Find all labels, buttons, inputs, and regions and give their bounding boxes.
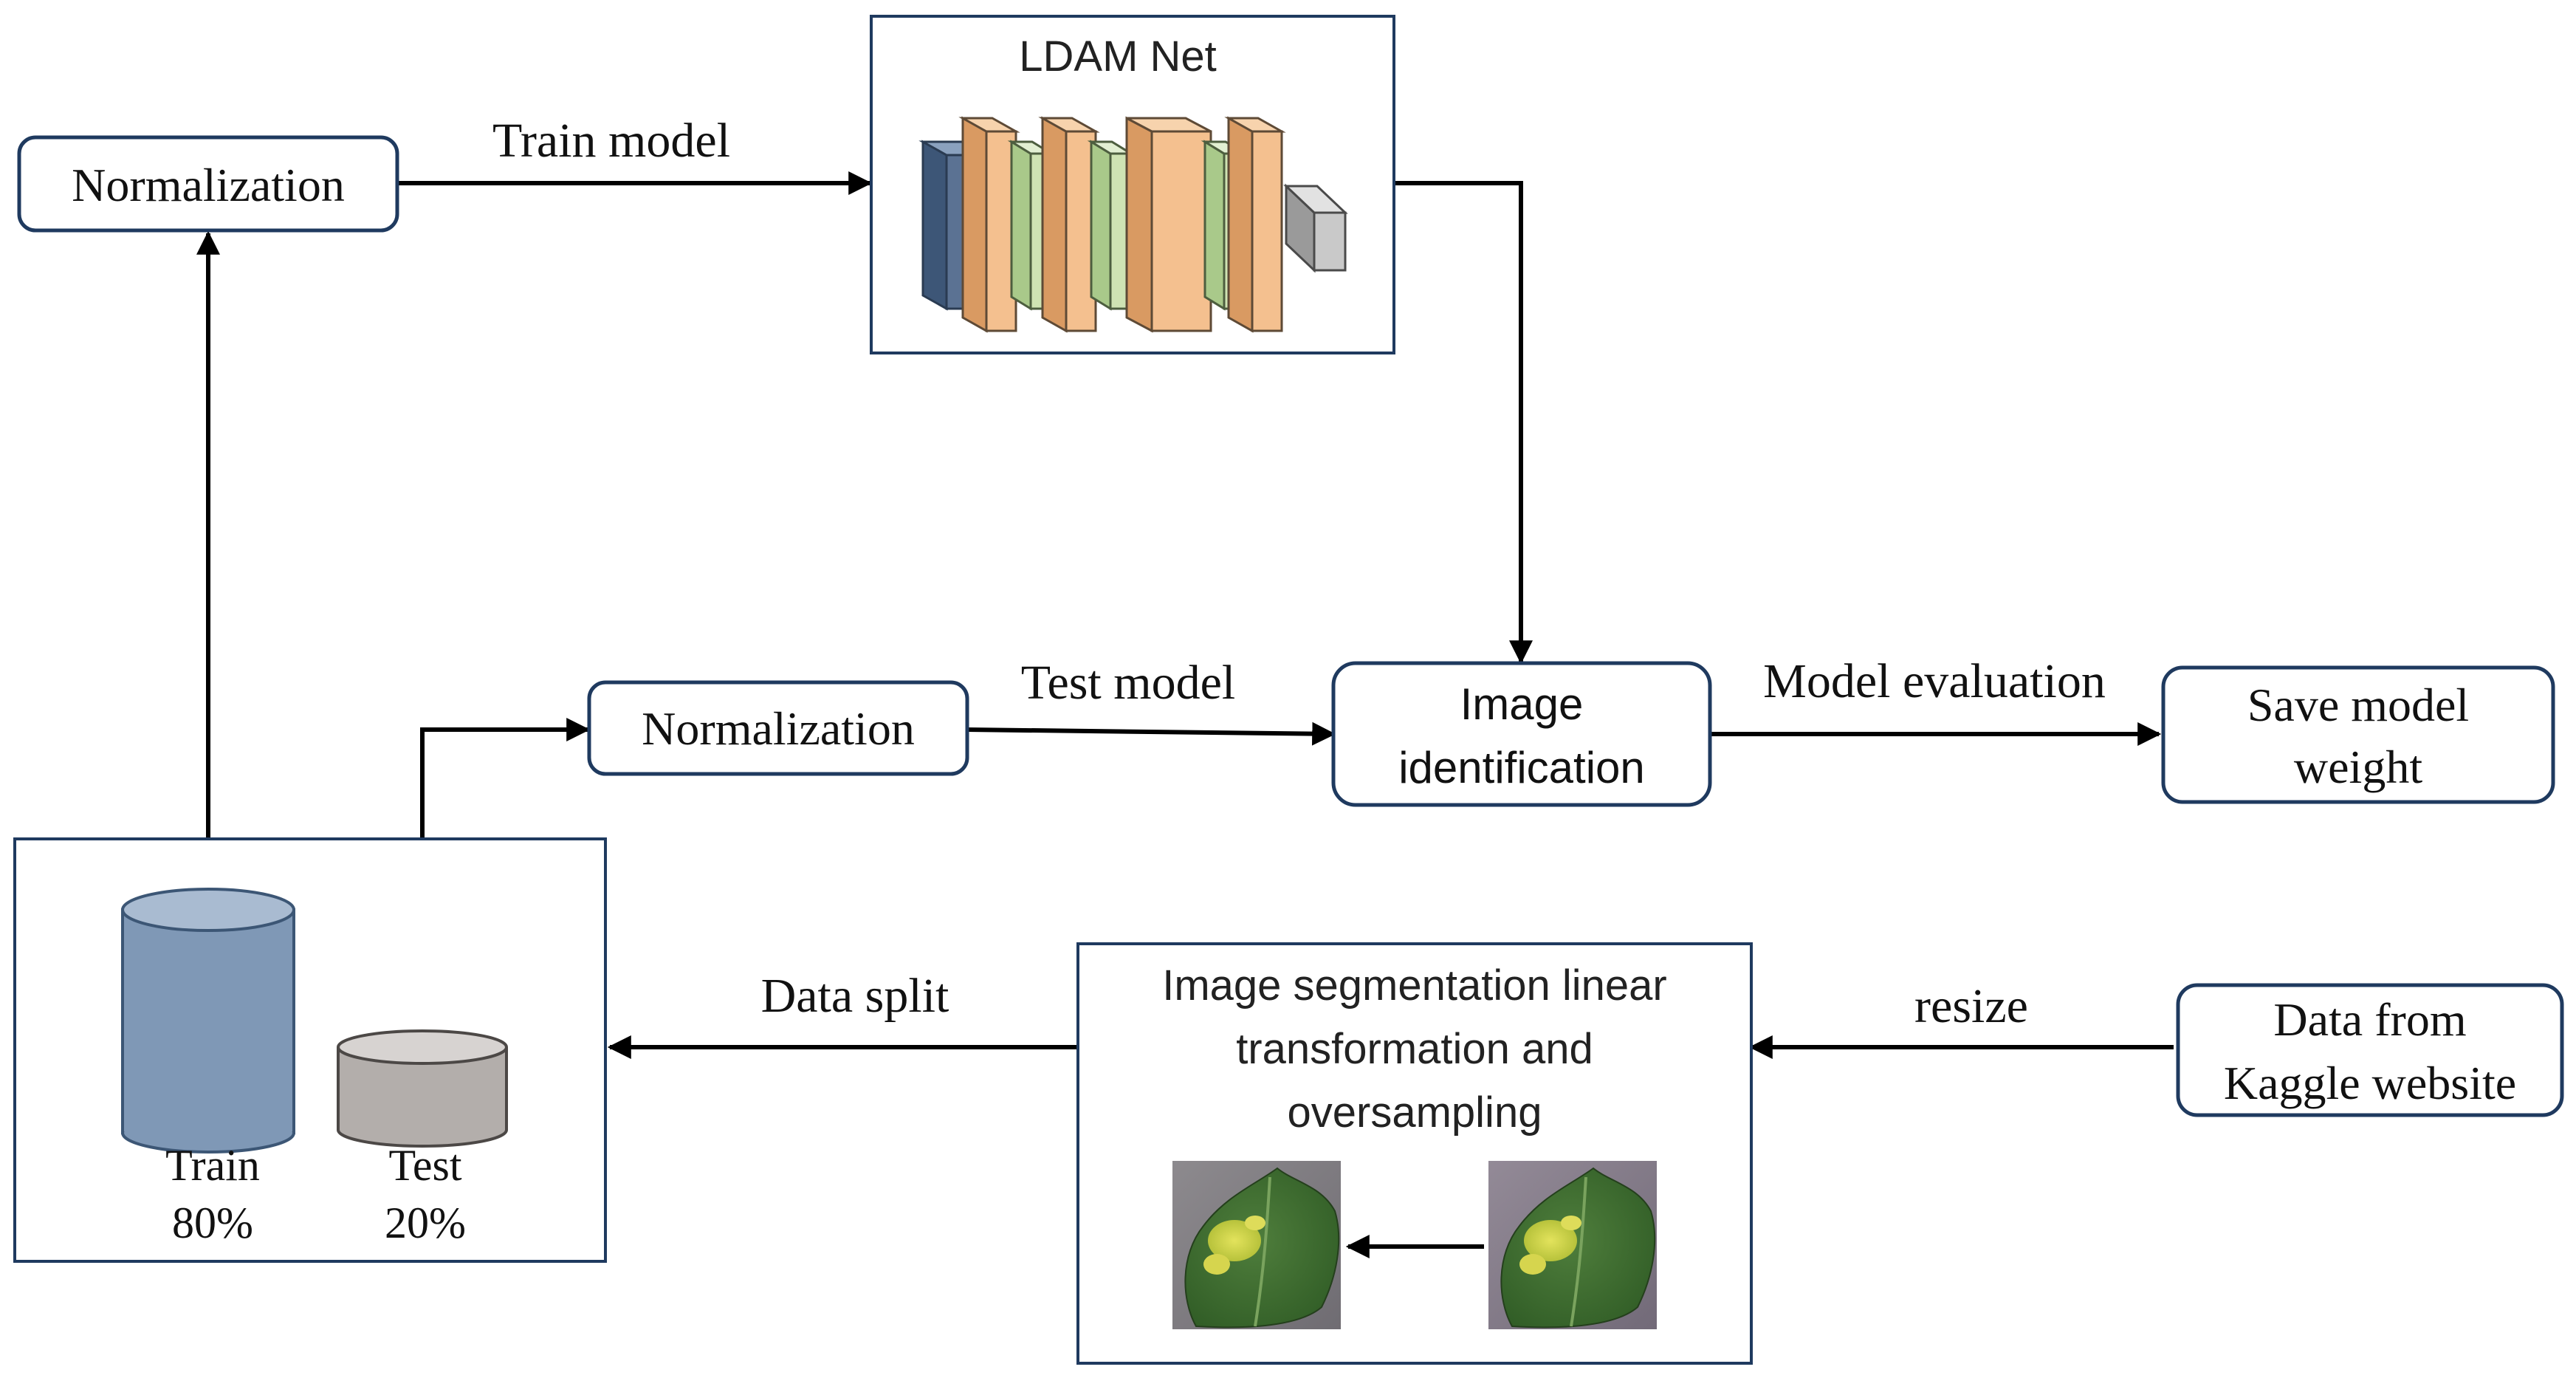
segmented-leaf-image bbox=[1172, 1161, 1341, 1329]
train-percent: 80% bbox=[172, 1199, 253, 1247]
save-model-weight-line1: Save model bbox=[2247, 679, 2469, 731]
segmentation-line1: Image segmentation linear bbox=[1162, 961, 1667, 1009]
save-model-weight-node: Save model weight bbox=[2161, 665, 2555, 804]
data-source-node: Data from Kaggle website bbox=[2176, 983, 2564, 1117]
data-source-line1: Data from bbox=[2273, 993, 2466, 1046]
label-model-evaluation: Model evaluation bbox=[1763, 654, 2106, 708]
label-train-model: Train model bbox=[492, 114, 730, 168]
train-cylinder-icon bbox=[121, 888, 295, 1154]
save-model-weight-line2: weight bbox=[2294, 741, 2422, 793]
arrow-ldam-to-identification bbox=[1394, 181, 1533, 665]
segmentation-node: Image segmentation linear transformation… bbox=[1076, 942, 1753, 1365]
label-resize: resize bbox=[1914, 979, 2028, 1033]
test-percent: 20% bbox=[385, 1199, 466, 1247]
image-identification-line1: Image bbox=[1460, 679, 1584, 729]
original-leaf-image bbox=[1488, 1161, 1657, 1329]
label-test-model: Test model bbox=[1021, 656, 1236, 710]
segmentation-line3: oversampling bbox=[1288, 1089, 1542, 1137]
data-source-line2: Kaggle website bbox=[2224, 1057, 2516, 1109]
ldam-net-title: LDAM Net bbox=[1019, 32, 1217, 80]
train-name: Train bbox=[165, 1141, 260, 1190]
dataset-split-node: Train 80% Test 20% bbox=[13, 837, 607, 1263]
test-name: Test bbox=[388, 1141, 461, 1190]
image-identification-line2: identification bbox=[1398, 743, 1645, 792]
normalization-test-label: Normalization bbox=[642, 702, 915, 755]
arrow-test-model bbox=[966, 721, 1336, 746]
network-architecture-icon bbox=[918, 116, 1348, 333]
ldam-net-node: LDAM Net bbox=[870, 15, 1395, 354]
test-cylinder-icon bbox=[337, 1029, 508, 1148]
image-identification-node: Image identification bbox=[1331, 661, 1712, 807]
normalization-top-node: Normalization bbox=[17, 135, 399, 233]
normalization-test-node: Normalization bbox=[587, 680, 969, 776]
segmentation-line2: transformation and bbox=[1236, 1025, 1593, 1073]
label-data-split: Data split bbox=[761, 969, 949, 1023]
normalization-top-label: Normalization bbox=[72, 159, 345, 211]
